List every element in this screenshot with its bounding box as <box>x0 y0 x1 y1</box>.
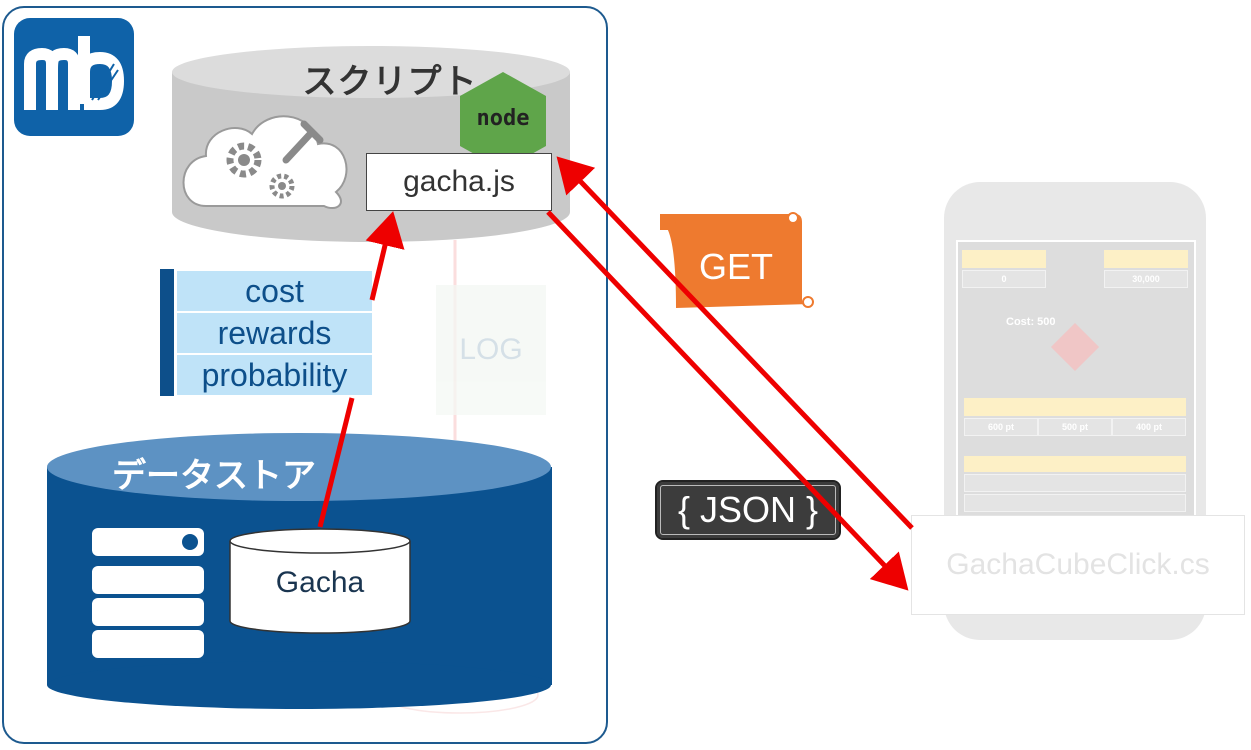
phone-header-left <box>962 250 1046 268</box>
phone-header-right <box>1104 250 1188 268</box>
node-icon <box>460 72 546 170</box>
phone-reward-2: 500 pt <box>1038 418 1112 436</box>
arrow-datastore-to-fields <box>317 397 355 528</box>
phone-reward-3: 400 pt <box>1112 418 1186 436</box>
phone-value-left: 0 <box>962 270 1046 288</box>
arrow-client-get-request <box>556 156 914 530</box>
node-badge-label: node <box>476 106 530 131</box>
server-rack-icon <box>92 528 204 660</box>
log-label: LOG <box>459 333 523 366</box>
field-rewards: rewards <box>177 313 372 353</box>
json-response-label: { JSON } <box>677 489 819 530</box>
phone-reward-1: 600 pt <box>964 418 1038 436</box>
gacha-collection-label: Gacha <box>275 566 365 599</box>
arrow-fields-to-gacha-js <box>365 211 405 301</box>
gacha-collection-cylinder <box>229 528 411 634</box>
server-row <box>92 528 204 556</box>
phone-cost-text: Cost: 500 <box>1006 316 1056 328</box>
get-scroll-icon <box>660 212 814 308</box>
gacha-cube-click-label: GachaCubeClick.cs <box>946 548 1210 581</box>
phone-list-header <box>964 456 1186 472</box>
field-probability: probability <box>177 355 372 395</box>
phone-rewards-header <box>964 398 1186 416</box>
phone-list-row <box>964 494 1186 512</box>
fields-accent-bar <box>160 269 174 396</box>
json-response-box: { JSON } <box>655 480 841 540</box>
field-cost: cost <box>177 271 372 311</box>
log-document-icon: LOG <box>436 285 546 415</box>
script-store-label: スクリプト <box>302 63 478 101</box>
server-row <box>92 598 204 626</box>
server-led <box>182 534 198 550</box>
phone-value-right: 30,000 <box>1104 270 1188 288</box>
server-row <box>92 566 204 594</box>
phone-list-row <box>964 474 1186 492</box>
arrow-json-response <box>546 210 909 591</box>
datastore-label: データストア <box>112 457 316 495</box>
gacha-js-file: gacha.js <box>366 153 552 211</box>
get-request-label: GET <box>698 246 773 287</box>
logo-mark <box>14 18 134 136</box>
gacha-js-label: gacha.js <box>403 165 515 198</box>
server-row <box>92 630 204 658</box>
cloud-gears-icon <box>182 115 348 210</box>
gacha-cube-click-file: GachaCubeClick.cs <box>911 515 1245 615</box>
